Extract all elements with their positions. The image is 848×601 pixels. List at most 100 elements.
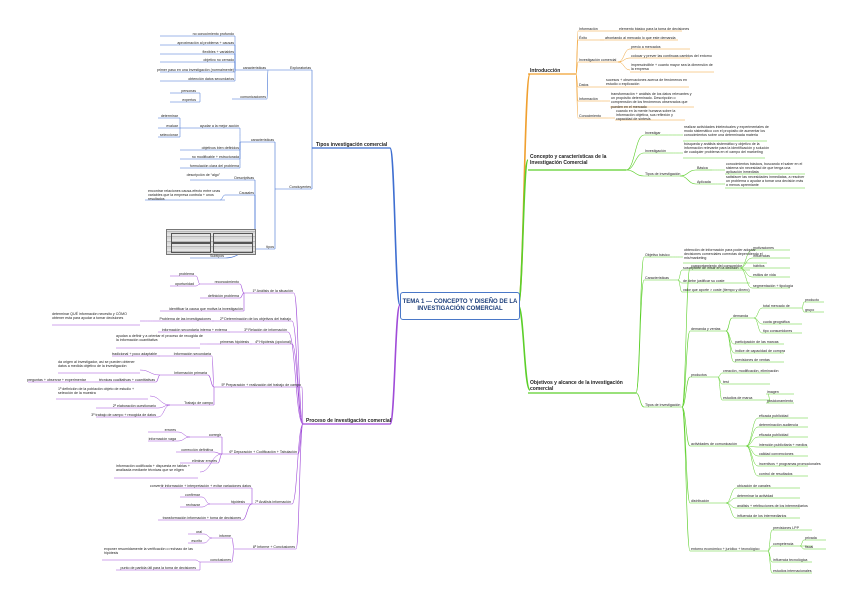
node-label[interactable]: 7º Análisis información — [254, 500, 291, 504]
node-label[interactable]: oportunidad — [175, 282, 194, 286]
node-label[interactable]: estudios de marca — [723, 396, 753, 400]
node-label[interactable]: eliminar errores — [192, 459, 217, 463]
node-label[interactable]: Objetivo básico — [645, 253, 670, 257]
topic-proceso[interactable]: Proceso de investigación comercial — [306, 418, 392, 424]
node-label[interactable]: oral — [196, 530, 202, 534]
node-label[interactable]: tipo consumidores — [763, 329, 793, 333]
node-label[interactable]: definición problema — [207, 294, 239, 298]
node-label[interactable]: demanda y ventas — [691, 327, 721, 331]
node-label[interactable]: Tipos de investigación — [645, 403, 681, 407]
node-label[interactable]: actividades de comunicación — [691, 442, 737, 446]
node-label[interactable]: primeras hipótesis — [219, 340, 249, 344]
node-label[interactable]: Básica — [697, 166, 708, 170]
node-label[interactable]: objetivos bien definidos — [201, 146, 239, 150]
node-label[interactable]: información vaga — [148, 437, 176, 441]
node-label[interactable]: corrección definitiva — [181, 448, 213, 452]
topic-objetivos[interactable]: Objetivos y alcance de la investigación … — [530, 380, 623, 392]
node-label[interactable]: intención publicitaria + medios — [759, 443, 808, 447]
node-label[interactable]: errores — [164, 428, 176, 432]
node-label[interactable]: Subtipos — [210, 254, 224, 258]
node-label[interactable]: Investigar — [645, 131, 661, 135]
node-label[interactable]: realizar actividades intelectuales y exp… — [684, 125, 769, 138]
node-label[interactable]: encontrar relaciones causa-efecto entre … — [148, 189, 221, 202]
node-label[interactable]: comunicaciones — [240, 95, 266, 99]
node-label[interactable]: 4º Hipótesis (opcional) — [255, 340, 291, 344]
node-label[interactable]: producto — [805, 298, 819, 302]
node-label[interactable]: Causales — [239, 191, 254, 195]
node-label[interactable]: no modificable + estructurada — [191, 155, 239, 159]
node-label[interactable]: privada — [805, 536, 817, 540]
node-label[interactable]: hipótesis — [230, 500, 245, 504]
node-label[interactable]: conocimientos básicos, buscando el saber… — [726, 162, 803, 175]
node-label[interactable]: entorno económico + jurídico + tecnológi… — [691, 547, 760, 551]
node-label[interactable]: 6º Depuración + Codificación + Tabulació… — [229, 450, 297, 454]
node-label[interactable]: confirmar — [185, 493, 200, 497]
node-label[interactable]: distribución — [691, 499, 710, 503]
node-label[interactable]: 1º Análisis de la situación — [252, 289, 293, 293]
node-label[interactable]: Conocimiento — [579, 114, 601, 118]
node-label[interactable]: colocar y prever las continuas cambios d… — [631, 54, 712, 58]
node-label[interactable]: evaluar — [166, 124, 178, 128]
node-label[interactable]: posicionamiento — [767, 399, 793, 403]
topic-intro[interactable]: Introducción — [530, 68, 561, 74]
node-label[interactable]: control de resultados — [759, 472, 793, 476]
node-label[interactable]: características — [250, 138, 274, 142]
node-label[interactable]: objetivo no cerrado — [203, 58, 234, 62]
topic-tipos[interactable]: Tipos investigación comercial — [316, 142, 388, 148]
node-label[interactable]: estudios internacionales — [773, 569, 812, 573]
node-label[interactable]: susceptible de influir en la decisión — [683, 266, 739, 270]
node-label[interactable]: transformación + análisis de los datos r… — [611, 92, 692, 109]
node-label[interactable]: Características — [645, 276, 669, 280]
node-label[interactable]: previsiones de ventas — [735, 358, 770, 362]
node-label[interactable]: tipos — [266, 245, 274, 249]
node-label[interactable]: corregir — [208, 433, 221, 437]
node-label[interactable]: imprescindible + cuanto mayor sea la dim… — [631, 63, 713, 72]
node-label[interactable]: determinar la actividad — [737, 494, 774, 498]
node-label[interactable]: Información — [579, 97, 598, 101]
node-label[interactable]: primer paso en una investigación (normal… — [156, 68, 234, 72]
node-label[interactable]: obtención de información para poder adop… — [684, 248, 763, 261]
node-label[interactable]: información secundaria interna + externa — [161, 328, 227, 332]
node-label[interactable]: Éxito — [579, 36, 587, 40]
node-label[interactable]: motivaciones — [753, 246, 774, 250]
node-label[interactable]: rechazar — [186, 503, 200, 507]
node-label[interactable]: determinación audiencia — [759, 423, 798, 427]
node-label[interactable]: escrito — [191, 539, 202, 543]
node-label[interactable]: Descriptivas — [234, 176, 254, 180]
node-label[interactable]: flexibles + variables — [202, 50, 234, 54]
node-label[interactable]: Aplicada — [697, 180, 711, 184]
node-label[interactable]: Investigación comercial — [579, 58, 617, 62]
node-label[interactable]: análisis + retribuciones de los intermed… — [737, 504, 808, 508]
node-label[interactable]: expertos — [182, 98, 196, 102]
node-label[interactable]: Datos — [579, 83, 589, 87]
node-label[interactable]: aproximación al problema + causas — [177, 41, 234, 45]
node-label[interactable]: determinar QUÉ información necesito y CÓ… — [52, 312, 127, 321]
node-label[interactable]: ayudar a la mejor acción — [199, 124, 239, 128]
topic-concepto[interactable]: Concepto y características de la Investi… — [530, 154, 607, 166]
node-label[interactable]: información codificada + dispuesta en ta… — [116, 464, 190, 473]
node-label[interactable]: Información — [579, 27, 598, 31]
node-label[interactable]: problema — [179, 272, 194, 276]
node-label[interactable]: 2º elaboración cuestionario — [112, 404, 156, 408]
node-label[interactable]: creación, modificación, eliminación — [723, 369, 779, 373]
node-label[interactable]: identificar la causa que motiva la inves… — [169, 307, 243, 311]
node-label[interactable]: comportamiento del consumidor — [691, 264, 743, 268]
node-label[interactable]: valor que aporte > coste (tiempo y diner… — [683, 288, 750, 292]
node-label[interactable]: productos — [691, 373, 707, 377]
node-label[interactable]: sucesos + observaciones acerca de fenóme… — [606, 78, 688, 87]
node-label[interactable]: Trabajo de campo — [184, 401, 213, 405]
node-label[interactable]: Tipos de investigación — [645, 172, 681, 176]
node-label[interactable]: Exploratorias — [290, 66, 311, 70]
node-label[interactable]: 1º definición de la población objeto de … — [58, 387, 135, 396]
node-label[interactable]: seleccionar — [159, 133, 178, 137]
node-label[interactable]: técnicas cualitativas + cuantitativas — [98, 378, 155, 382]
node-label[interactable]: Investigación — [645, 149, 666, 153]
node-label[interactable]: determinar — [160, 114, 178, 118]
node-label[interactable]: de debe justificar su coste — [683, 279, 725, 283]
node-label[interactable]: grupo — [805, 308, 815, 312]
node-label[interactable]: elemento básico para la toma de decision… — [619, 27, 690, 31]
node-label[interactable]: 5º Preparación + realización del trabajo… — [221, 383, 301, 387]
node-label[interactable]: conclusiones — [210, 558, 231, 562]
node-label[interactable]: total mercado de — [763, 304, 790, 308]
node-label[interactable]: influencias — [753, 254, 770, 258]
